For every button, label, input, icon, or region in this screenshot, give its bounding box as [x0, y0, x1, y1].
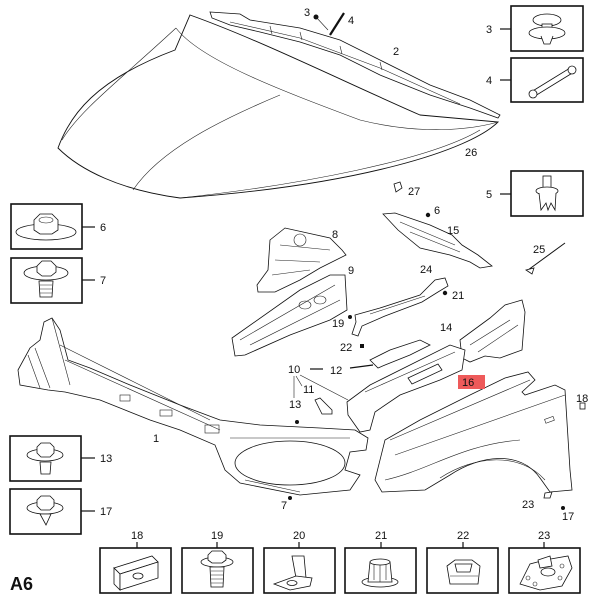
bolt-7-mark	[288, 496, 292, 500]
callout-13: 13	[289, 399, 301, 411]
part-box-3[interactable]	[510, 5, 584, 52]
part-box-5[interactable]	[510, 170, 584, 217]
callout-7: 7	[281, 500, 287, 512]
callout-11: 11	[303, 384, 314, 396]
callout-16: 16	[462, 377, 474, 389]
callout-9: 9	[348, 265, 354, 277]
part-box-21[interactable]	[344, 547, 417, 594]
bracket-11-mark	[314, 397, 333, 415]
box-label-4: 4	[486, 75, 492, 87]
callout-25: 25	[533, 244, 545, 256]
callout-10: 10	[288, 364, 300, 376]
box-label-22: 22	[457, 530, 469, 542]
nut-21-mark	[442, 290, 448, 296]
part-box-20[interactable]	[263, 547, 336, 594]
front-fender[interactable]	[374, 371, 573, 493]
callout-2: 2	[393, 46, 399, 58]
callout-24: 24	[420, 264, 432, 276]
part-box-4[interactable]	[510, 57, 584, 103]
nut-6-mark	[425, 212, 431, 218]
box-label-5: 5	[486, 189, 492, 201]
hood-seal-strip[interactable]	[209, 11, 501, 119]
bolt-17-mark	[561, 506, 565, 510]
callout-19: 19	[332, 318, 344, 330]
box-label-20: 20	[293, 530, 305, 542]
callout-14: 14	[440, 322, 452, 334]
callout-17: 17	[562, 511, 574, 523]
box-label-18: 18	[131, 530, 143, 542]
callout-18: 18	[576, 393, 588, 405]
apron-rail-9[interactable]	[231, 274, 348, 357]
nut-22-mark	[360, 344, 364, 348]
box-label-13: 13	[100, 453, 112, 465]
callout-4: 4	[348, 15, 354, 27]
rail-10[interactable]	[346, 344, 466, 433]
bolt-19-mark	[348, 315, 352, 319]
highlight-badge-16	[458, 375, 485, 389]
front-end-carrier[interactable]	[17, 317, 369, 496]
part-box-19[interactable]	[181, 547, 254, 594]
callout-27: 27	[408, 186, 420, 198]
box-label-23: 23	[538, 530, 550, 542]
part-box-17[interactable]	[9, 488, 82, 535]
part-box-7[interactable]	[10, 257, 83, 304]
callout-15: 15	[447, 225, 459, 237]
callout-21: 21	[452, 290, 464, 302]
callout-22: 22	[340, 342, 352, 354]
part-box-22[interactable]	[426, 547, 499, 594]
part-box-13[interactable]	[9, 435, 82, 482]
box-label-7: 7	[100, 275, 106, 287]
box-label-17: 17	[100, 506, 112, 518]
callout-1: 1	[153, 433, 159, 445]
part-box-6[interactable]	[10, 203, 83, 250]
bracket-15[interactable]	[382, 212, 493, 269]
callout-8: 8	[332, 229, 338, 241]
apron-upper-8[interactable]	[256, 227, 347, 293]
bracket-14[interactable]	[459, 299, 526, 363]
callout-3: 3	[304, 7, 310, 19]
box-label-3: 3	[486, 24, 492, 36]
bracket-24[interactable]	[351, 277, 449, 337]
callout-12: 12	[330, 365, 342, 377]
callout-26: 26	[465, 147, 477, 159]
callout-6: 6	[434, 205, 440, 217]
bolt-13-mark	[295, 420, 299, 424]
clip-18-mark	[579, 402, 586, 410]
box-label-21: 21	[375, 530, 387, 542]
hood-panel[interactable]	[57, 14, 500, 199]
box-label-6: 6	[100, 222, 106, 234]
rod-4-mark	[329, 12, 345, 36]
box-label-19: 19	[211, 530, 223, 542]
clip-23-mark	[543, 491, 553, 499]
part-box-18[interactable]	[99, 547, 172, 594]
part-box-23[interactable]	[508, 547, 581, 594]
clip-27-mark	[393, 181, 403, 193]
bracket-12[interactable]	[369, 339, 431, 369]
callout-23: 23	[522, 499, 534, 511]
section-code: A6	[10, 574, 33, 594]
strut-25[interactable]	[525, 242, 566, 275]
